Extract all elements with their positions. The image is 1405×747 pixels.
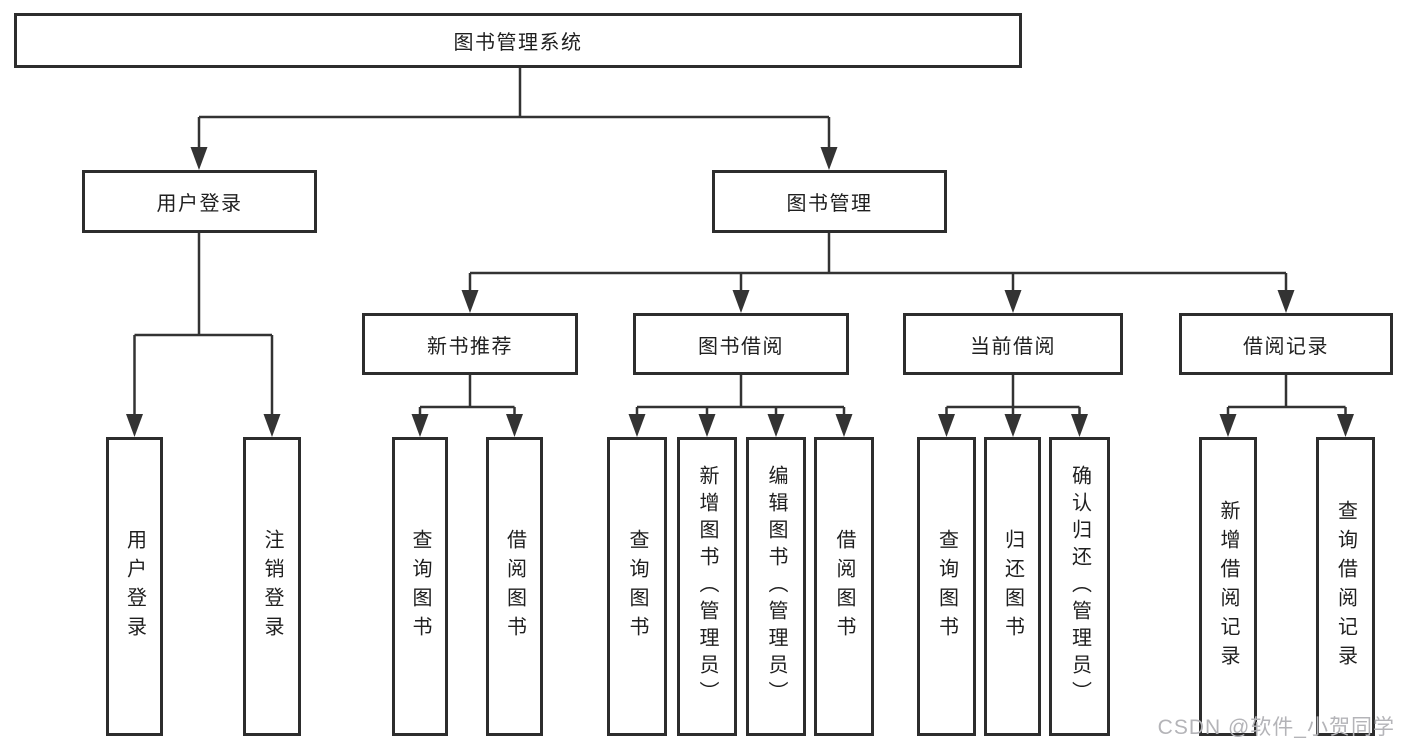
arrowhead [1004,414,1022,437]
leaf-add-books-admin: 新增图书（管理员） [677,437,737,736]
arrowhead [1277,290,1295,313]
connector-root-level2 [197,68,831,150]
arrowhead [1337,414,1354,437]
node-root-system-label: 图书管理系统 [453,32,583,54]
arrowhead [1219,414,1237,437]
leaf-borrowing-query-books-label: 查询图书 [626,528,648,645]
node-book-management: 图书管理 [712,170,947,233]
node-new-book-recommend: 新书推荐 [362,313,578,375]
node-root-system: 图书管理系统 [14,13,1022,68]
node-new-book-recommend-label: 新书推荐 [427,335,513,358]
connector-currentborrow-leaves [945,375,1081,418]
node-current-borrowing: 当前借阅 [903,313,1123,375]
leaf-query-borrow-record: 查询借阅记录 [1316,437,1375,736]
arrowhead [938,414,955,437]
leaf-edit-books-admin-label: 编辑图书（管理员） [765,465,787,708]
leaf-borrowing-borrow-books: 借阅图书 [814,437,874,736]
arrowhead [835,414,853,437]
node-current-borrowing-label: 当前借阅 [970,335,1056,358]
leaf-add-books-admin-label: 新增图书（管理员） [696,465,718,708]
arrowhead [190,147,208,170]
arrowhead [263,414,281,437]
node-book-borrowing-label: 图书借阅 [698,335,784,358]
leaf-confirm-return-admin-label: 确认归还（管理员） [1068,465,1091,708]
leaf-borrowing-borrow-books-label: 借阅图书 [833,528,855,645]
arrowhead [628,414,646,437]
connector-records-leaves [1226,375,1347,418]
node-book-management-label: 图书管理 [786,193,873,215]
arrowhead [461,290,479,313]
leaf-return-books-label: 归还图书 [1001,528,1024,645]
arrowhead [506,414,523,437]
connector-newbook-leaves [418,375,516,418]
arrowhead [126,414,143,437]
arrowhead [820,147,838,170]
leaf-newbook-borrow-books-label: 借阅图书 [503,528,526,645]
node-borrowing-records-label: 借阅记录 [1243,335,1329,358]
leaf-newbook-query-books-label: 查询图书 [409,528,431,645]
leaf-return-books: 归还图书 [984,437,1041,736]
node-user-login: 用户登录 [82,170,317,233]
connector-bookborrow-leaves [635,375,846,418]
leaf-newbook-query-books: 查询图书 [392,437,448,736]
leaf-query-borrow-record-label: 查询借阅记录 [1334,499,1357,674]
leaf-borrowing-query-books: 查询图书 [607,437,667,736]
arrowhead [767,414,785,437]
connector-bookmgmt-level3 [468,233,1288,293]
node-book-borrowing: 图书借阅 [633,313,849,375]
leaf-user-login: 用户登录 [106,437,163,736]
leaf-add-borrow-record: 新增借阅记录 [1199,437,1257,736]
arrowheads [126,147,1354,437]
leaf-newbook-borrow-books: 借阅图书 [486,437,543,736]
node-borrowing-records: 借阅记录 [1179,313,1393,375]
arrowhead [1071,414,1088,437]
leaf-confirm-return-admin: 确认归还（管理员） [1049,437,1110,736]
leaf-add-borrow-record-label: 新增借阅记录 [1217,499,1239,674]
leaf-logout-label: 注销登录 [261,528,283,645]
arrowhead [411,414,429,437]
leaf-current-query-books-label: 查询图书 [935,528,958,645]
node-user-login-label: 用户登录 [156,193,243,215]
watermark-text: CSDN @软件_小贺同学 [1157,716,1395,739]
leaf-edit-books-admin: 编辑图书（管理员） [746,437,806,736]
leaf-current-query-books: 查询图书 [917,437,976,736]
arrowhead [732,290,750,313]
leaf-logout: 注销登录 [243,437,301,736]
arrowhead [698,414,716,437]
arrowhead [1004,290,1022,313]
connector-userlogin-leaves [133,233,274,418]
leaf-user-login-label: 用户登录 [123,528,146,645]
